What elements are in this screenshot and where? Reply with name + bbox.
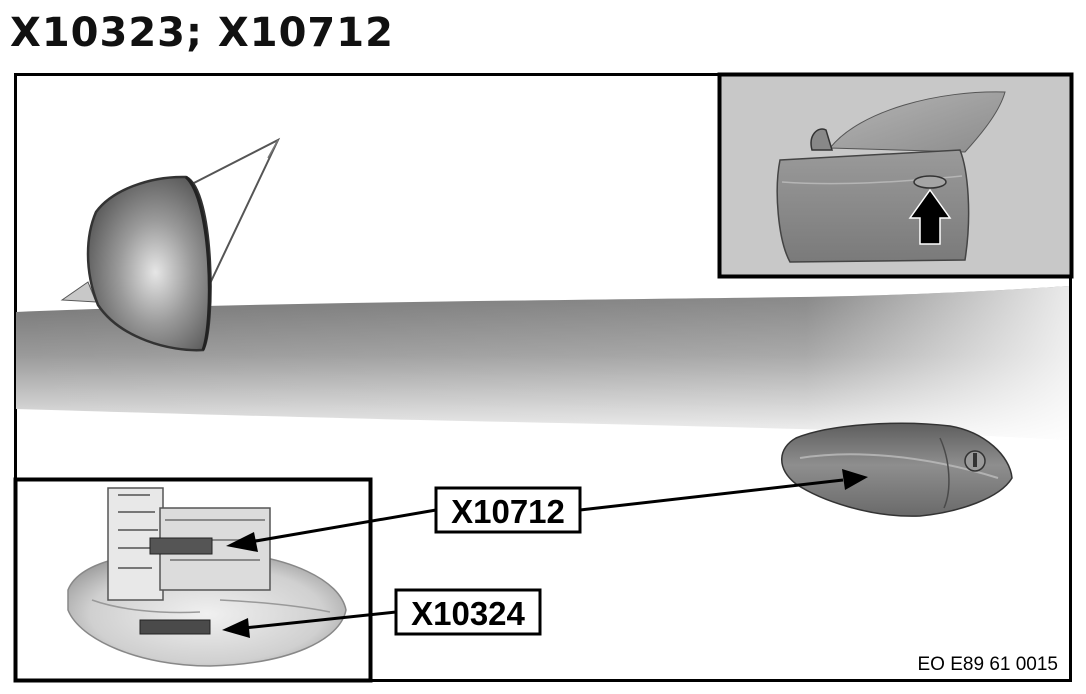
inset-handle (913, 175, 947, 189)
callout-x10712: X10712 (434, 486, 582, 534)
arrow-head-x10712-handle (842, 469, 868, 490)
arrowheads (222, 469, 868, 638)
arrow-head-x10324 (222, 618, 250, 638)
exterior-mirror (60, 137, 281, 352)
arrow-head-x10712-inset (226, 532, 258, 552)
callout-label: X10712 (451, 493, 565, 530)
door-handle (781, 422, 1013, 517)
page-title: X10323; X10712 (10, 10, 394, 56)
leader-x10324-inset (243, 610, 397, 630)
door-window (828, 91, 1006, 153)
reference-code: EO E89 61 0015 (918, 654, 1059, 675)
inset-door-overview (717, 72, 1074, 279)
leader-x10712-inset (249, 508, 437, 544)
inset-handle-internals (13, 477, 373, 683)
leader-lines (243, 478, 844, 630)
door-sill-panel (16, 286, 1069, 440)
up-arrow-icon (908, 188, 952, 245)
leader-x10712-handle (579, 478, 844, 512)
callout-label: X10324 (411, 595, 525, 632)
callout-x10324: X10324 (394, 588, 542, 636)
